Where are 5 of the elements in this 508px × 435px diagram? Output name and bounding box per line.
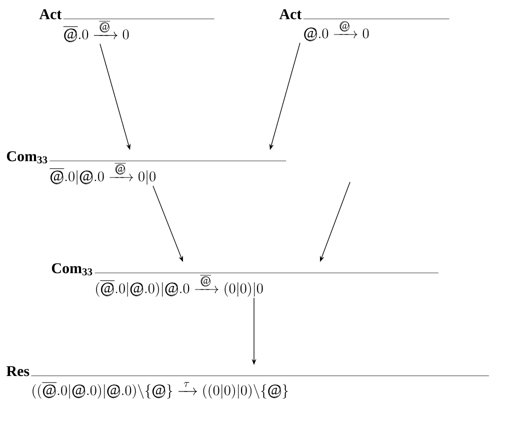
- inference-step: Res $((\overline{\text{\textcircled{@}}}.0|\text{\textcircled{@}}.0)|\text{\textcircled{@}}.0)\backslash\{\text{\textcircled{@}}\} \xrightarrow{\;\tau\;} ((0|0)|0)\backslash\{\text{\textcircled{@}}\}$: [6, 366, 490, 399]
- inference-step: Com$_{33}$ $\overline{\text{\textcircled{@}}}.0| \text{\textcircled{@}}.0 \xrightarrow{\;\overline{\text{\textcircled{@}}}\;} 0|0$: [6, 151, 286, 185]
- inference-step: Com$_{33}$ $(\overline{\text{\textcircled{@}}}.0| \text{\textcircled{@}}.0)| \text{\textcircled{@}}.0 \xrightarrow{\;\overline{\text{\textcircled{@}}}\;} (0|0)|0$: [52, 263, 439, 297]
- inference-step: Act $\text{\textcircled{@}}.0 \xrightarrow{\;\text{\textcircled{@}}\;} 0$: [279, 9, 450, 42]
- inference-step: Act $\overline{\text{\textcircled{@}}}.0 \xrightarrow{\;\overline{\text{\textcircled{@}}}\;} 0$: [39, 9, 215, 42]
